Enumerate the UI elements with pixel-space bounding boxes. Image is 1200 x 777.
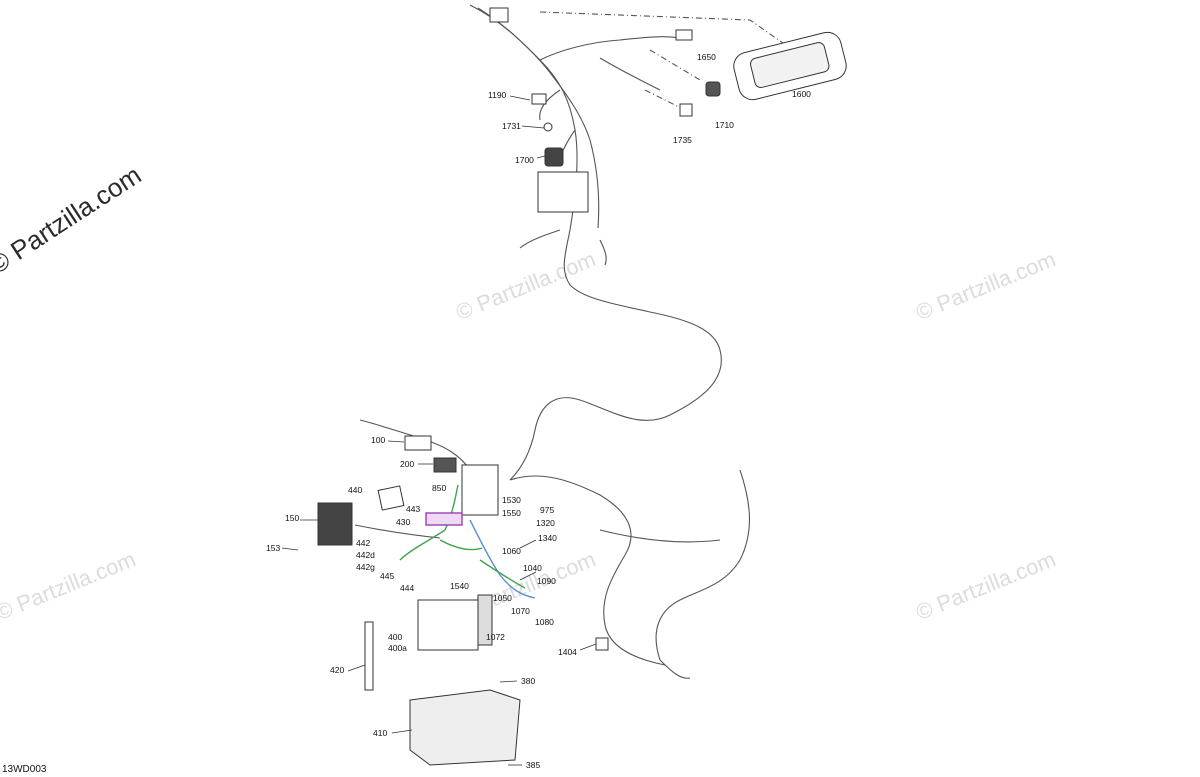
connector xyxy=(544,147,564,167)
fuse-box xyxy=(461,464,499,516)
display-screen xyxy=(750,42,830,89)
connector xyxy=(543,122,553,132)
leader-line xyxy=(519,539,537,549)
harness-lower xyxy=(509,475,666,666)
callout-1040: 1040 xyxy=(523,563,542,573)
leader-line xyxy=(347,664,366,672)
ground-cable xyxy=(399,484,483,561)
callout-1550: 1550 xyxy=(502,508,521,518)
callout-420: 420 xyxy=(330,665,344,675)
callout-444: 444 xyxy=(400,583,414,593)
callout-440: 440 xyxy=(348,485,362,495)
callout-1320: 1320 xyxy=(536,518,555,528)
callout-442: 442 xyxy=(356,538,370,548)
connector xyxy=(531,93,547,105)
leader-line xyxy=(521,125,545,129)
leader-line xyxy=(579,643,597,651)
harness-left xyxy=(354,524,441,539)
callout-443: 443 xyxy=(406,504,420,514)
callout-430: 430 xyxy=(396,517,410,527)
battery xyxy=(417,599,479,651)
regulator xyxy=(317,502,353,546)
callout-385: 385 xyxy=(526,760,540,770)
callout-1080: 1080 xyxy=(535,617,554,627)
callout-200: 200 xyxy=(400,459,414,469)
callout-975: 975 xyxy=(540,505,554,515)
harness-lower xyxy=(655,469,750,661)
callout-1070: 1070 xyxy=(511,606,530,616)
callout-1600: 1600 xyxy=(792,89,811,99)
relay xyxy=(433,457,457,473)
connector xyxy=(679,103,693,117)
harness-branch xyxy=(599,57,661,91)
bracket xyxy=(377,485,405,511)
callout-150: 150 xyxy=(285,513,299,523)
callout-445: 445 xyxy=(380,571,394,581)
fuse-holder xyxy=(425,512,463,526)
harness-branch xyxy=(599,239,607,266)
harness-branch xyxy=(539,36,681,61)
leader-line xyxy=(519,571,537,581)
harness-branch xyxy=(539,89,561,121)
harness-branch xyxy=(519,229,561,249)
connector xyxy=(489,7,509,23)
callout-442g: 442g xyxy=(356,562,375,572)
callout-410: 410 xyxy=(373,728,387,738)
battery-tray xyxy=(409,689,521,766)
callout-380: 380 xyxy=(521,676,535,686)
harness-upper xyxy=(469,4,722,481)
leader-line xyxy=(391,729,413,734)
callout-labels: 1650 1600 1190 1710 1731 1735 1700 100 2… xyxy=(266,52,811,770)
callout-400: 400 xyxy=(388,632,402,642)
leader-line xyxy=(509,95,531,101)
callout-442d: 442d xyxy=(356,550,375,560)
callout-1710: 1710 xyxy=(715,120,734,130)
connector xyxy=(705,81,721,97)
connector xyxy=(595,637,609,651)
callout-1700: 1700 xyxy=(515,155,534,165)
callout-1072: 1072 xyxy=(486,632,505,642)
callout-1650: 1650 xyxy=(697,52,716,62)
leader-line xyxy=(499,680,518,683)
harness-upper xyxy=(477,7,600,229)
harness-lower xyxy=(599,529,721,543)
relay xyxy=(404,435,432,451)
callout-400a: 400a xyxy=(388,643,407,653)
leader-line xyxy=(387,440,405,443)
positive-cable xyxy=(479,559,526,589)
leader-line xyxy=(539,11,791,49)
diagram-code: 13WD003 xyxy=(2,764,47,775)
callout-1060: 1060 xyxy=(502,546,521,556)
fuse-block xyxy=(537,171,589,213)
callout-850: 850 xyxy=(432,483,446,493)
callout-1190: 1190 xyxy=(488,90,507,100)
leader-line xyxy=(536,155,546,159)
callout-100: 100 xyxy=(371,435,385,445)
callout-1404: 1404 xyxy=(558,647,577,657)
callout-1050: 1050 xyxy=(493,593,512,603)
connector xyxy=(675,29,693,41)
callout-153: 153 xyxy=(266,543,280,553)
strap xyxy=(364,621,374,691)
positive-cable xyxy=(469,519,536,599)
callout-1340: 1340 xyxy=(538,533,557,543)
callout-1090: 1090 xyxy=(537,576,556,586)
leader-line xyxy=(644,89,686,111)
leader-line xyxy=(649,49,701,81)
battery-side xyxy=(477,594,493,646)
callout-1731: 1731 xyxy=(502,121,521,131)
callout-1735: 1735 xyxy=(673,135,692,145)
harness-lower xyxy=(659,659,691,679)
leader-line xyxy=(281,547,299,551)
callout-1540: 1540 xyxy=(450,581,469,591)
callout-1530: 1530 xyxy=(502,495,521,505)
